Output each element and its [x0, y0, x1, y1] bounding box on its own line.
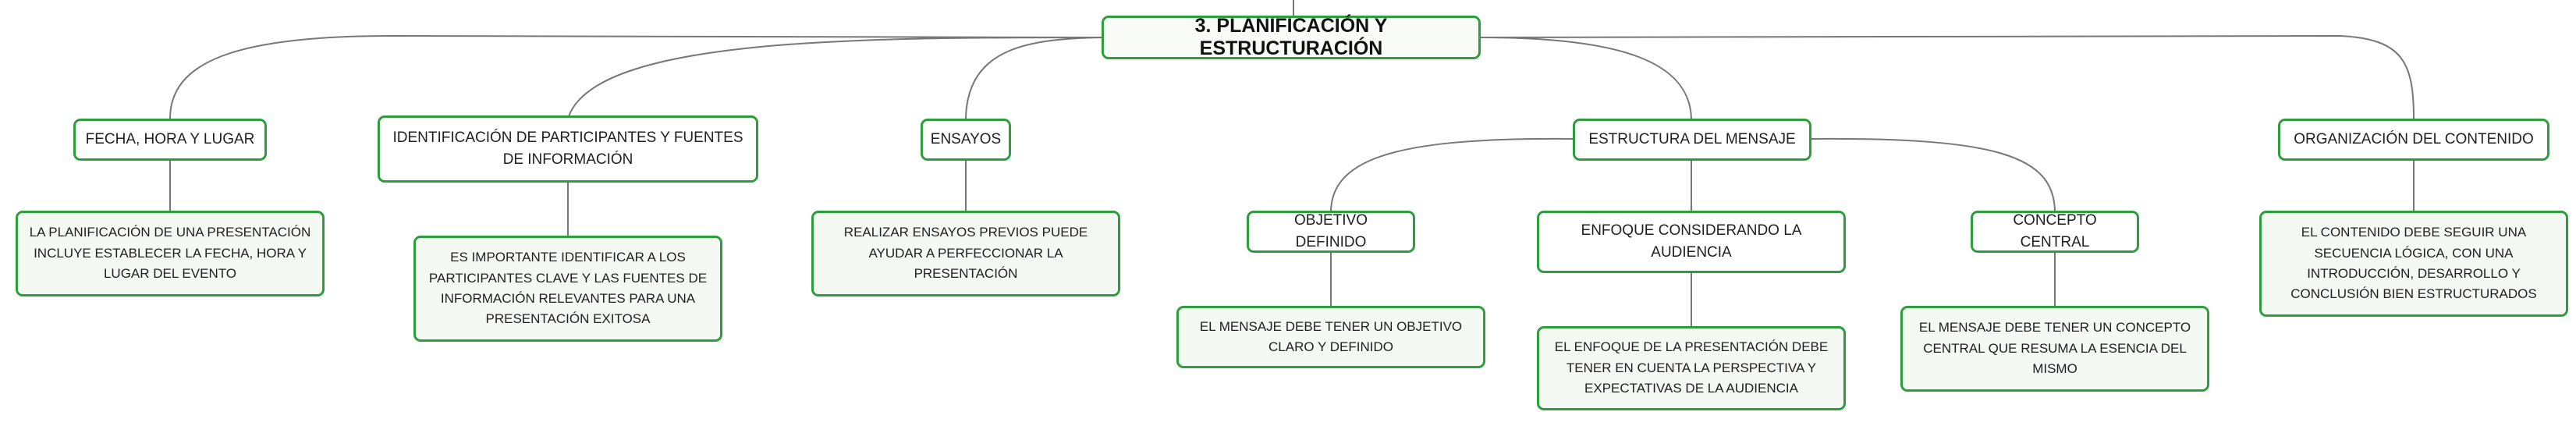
subbranch-node-concepto[interactable]: CONCEPTO CENTRAL	[1971, 211, 2139, 253]
branch-label: ORGANIZACIÓN DEL CONTENIDO	[2294, 131, 2534, 148]
leaf-node-ensayos[interactable]: REALIZAR ENSAYOS PREVIOS PUEDE AYUDAR A …	[811, 211, 1120, 296]
branch-label: ENSAYOS	[930, 131, 1002, 148]
leaf-text: REALIZAR ENSAYOS PREVIOS PUEDE AYUDAR A …	[843, 225, 1088, 282]
branch-node-organizacion[interactable]: ORGANIZACIÓN DEL CONTENIDO	[2278, 119, 2549, 161]
leaf-node-enfoque[interactable]: EL ENFOQUE DE LA PRESENTACIÓN DEBE TENER…	[1537, 326, 1846, 410]
branch-label: IDENTIFICACIÓN DE PARTICIPANTES Y FUENTE…	[392, 130, 743, 168]
leaf-text: LA PLANIFICACIÓN DE UNA PRESENTACIÓN INC…	[29, 225, 311, 282]
leaf-text: EL MENSAJE DEBE TENER UN CONCEPTO CENTRA…	[1918, 320, 2191, 377]
leaf-node-identificacion[interactable]: ES IMPORTANTE IDENTIFICAR A LOS PARTICIP…	[413, 236, 722, 342]
leaf-node-objetivo[interactable]: EL MENSAJE DEBE TENER UN OBJETIVO CLARO …	[1176, 306, 1485, 368]
subbranch-label: ENFOQUE CONSIDERANDO LA AUDIENCIA	[1581, 222, 1802, 261]
branch-node-fecha[interactable]: FECHA, HORA Y LUGAR	[73, 119, 267, 161]
root-label: 3. PLANIFICACIÓN Y ESTRUCTURACIÓN	[1194, 15, 1388, 59]
subbranch-label: CONCEPTO CENTRAL	[2013, 212, 2097, 250]
branch-node-ensayos[interactable]: ENSAYOS	[921, 119, 1011, 161]
leaf-node-concepto[interactable]: EL MENSAJE DEBE TENER UN CONCEPTO CENTRA…	[1900, 306, 2209, 392]
branch-node-identificacion[interactable]: IDENTIFICACIÓN DE PARTICIPANTES Y FUENTE…	[378, 115, 758, 183]
root-node[interactable]: 3. PLANIFICACIÓN Y ESTRUCTURACIÓN	[1102, 15, 1481, 59]
branch-node-estructura[interactable]: ESTRUCTURA DEL MENSAJE	[1573, 119, 1811, 161]
leaf-text: EL MENSAJE DEBE TENER UN OBJETIVO CLARO …	[1199, 318, 1463, 354]
leaf-node-fecha[interactable]: LA PLANIFICACIÓN DE UNA PRESENTACIÓN INC…	[16, 211, 325, 296]
branch-label: ESTRUCTURA DEL MENSAJE	[1588, 131, 1796, 148]
leaf-text: ES IMPORTANTE IDENTIFICAR A LOS PARTICIP…	[428, 250, 708, 327]
subbranch-node-objetivo[interactable]: OBJETIVO DEFINIDO	[1247, 211, 1415, 253]
leaf-node-organizacion[interactable]: EL CONTENIDO DEBE SEGUIR UNA SECUENCIA L…	[2259, 211, 2568, 317]
subbranch-node-enfoque[interactable]: ENFOQUE CONSIDERANDO LA AUDIENCIA	[1537, 211, 1846, 273]
leaf-text: EL ENFOQUE DE LA PRESENTACIÓN DEBE TENER…	[1554, 339, 1829, 396]
branch-label: FECHA, HORA Y LUGAR	[85, 131, 255, 148]
subbranch-label: OBJETIVO DEFINIDO	[1294, 212, 1368, 250]
leaf-text: EL CONTENIDO DEBE SEGUIR UNA SECUENCIA L…	[2290, 225, 2537, 302]
